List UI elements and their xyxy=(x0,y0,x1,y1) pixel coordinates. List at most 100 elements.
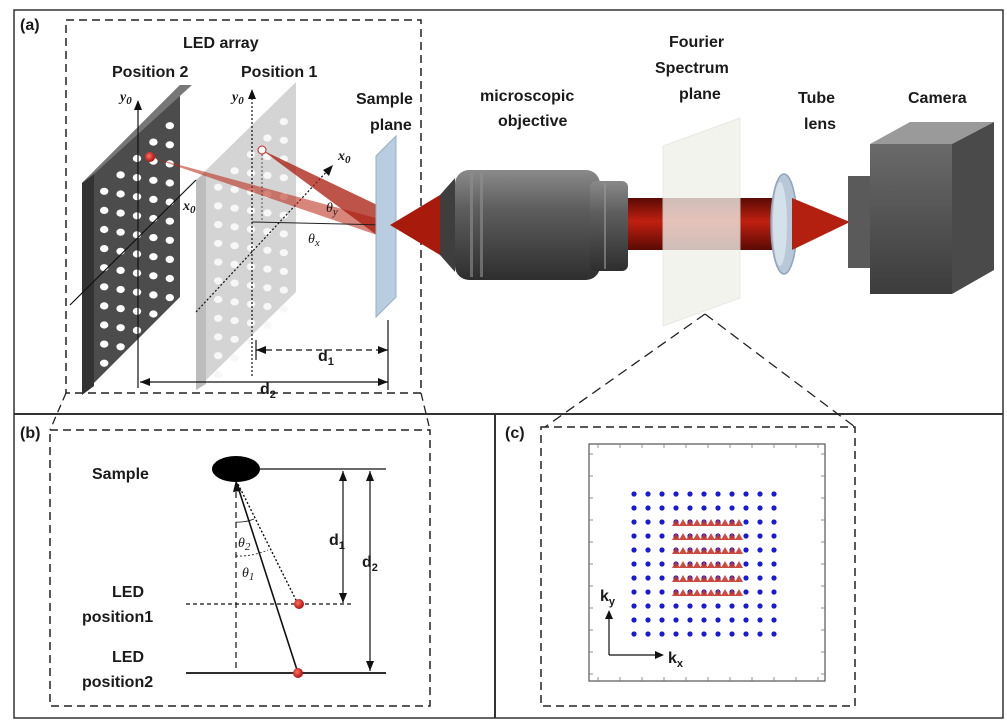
led-dot xyxy=(263,302,272,311)
led-dot xyxy=(263,321,272,329)
spectrum-triangle xyxy=(728,533,736,540)
spectrum-triangle xyxy=(686,547,694,554)
spectrum-triangle xyxy=(693,533,701,540)
spectrum-dot xyxy=(743,603,749,609)
spectrum-triangle xyxy=(728,561,736,568)
led-dot xyxy=(230,204,239,212)
spectrum-dot xyxy=(631,533,637,539)
spectrum-triangle xyxy=(714,547,722,554)
led-position2-label-1: LED xyxy=(112,649,144,666)
beam-into-objective xyxy=(390,195,440,255)
led-dot xyxy=(132,154,142,163)
spectrum-dot xyxy=(701,505,707,511)
led-dot xyxy=(214,370,223,378)
sample-label: Sample xyxy=(92,466,149,483)
spectrum-dot xyxy=(659,617,665,623)
led-dot xyxy=(230,279,239,287)
spectrum-dot xyxy=(659,575,665,581)
led-dot xyxy=(214,258,223,266)
spectrum-dot xyxy=(701,617,707,623)
led-dot xyxy=(149,138,158,146)
spectrum-dot xyxy=(715,505,721,511)
led-dot xyxy=(165,141,174,149)
spectrum-triangle xyxy=(700,533,708,540)
spectrum-dot xyxy=(659,505,665,511)
spectrum-triangle xyxy=(707,519,715,526)
spectrum-dot xyxy=(771,561,777,567)
led-panel-position1 xyxy=(196,82,296,390)
led-array-label: LED array xyxy=(183,35,259,52)
fourier-label-3: plane xyxy=(679,86,721,103)
led-dot xyxy=(149,329,158,337)
led-dot xyxy=(132,288,142,296)
spectrum-dot xyxy=(771,519,777,525)
led-dot xyxy=(165,255,174,263)
position1-label: Position 1 xyxy=(241,64,318,81)
led-dot xyxy=(263,265,272,273)
spectrum-dot xyxy=(743,491,749,497)
spectrum-dot xyxy=(645,505,651,511)
d2-label: d2 xyxy=(260,381,276,401)
led-dot xyxy=(132,193,142,201)
led-position1-label-2: position1 xyxy=(82,609,153,626)
spectrum-dot xyxy=(631,547,637,553)
camera xyxy=(848,122,994,294)
led-dot xyxy=(263,246,272,254)
spectrum-triangle xyxy=(735,533,743,540)
spectrum-triangle xyxy=(714,575,722,582)
led-dot xyxy=(149,176,158,184)
led-dot xyxy=(100,321,109,329)
spectrum-dot xyxy=(673,603,679,609)
led-dot xyxy=(279,136,288,144)
led-dot xyxy=(132,326,142,334)
spectrum-dot xyxy=(757,547,763,553)
led-dot xyxy=(230,185,239,194)
led-dot xyxy=(100,245,109,253)
spectrum-dot xyxy=(645,561,651,567)
spectrum-dot xyxy=(631,519,637,525)
led-dot xyxy=(132,174,142,182)
spectrum-triangle xyxy=(686,519,694,526)
spectrum-dot xyxy=(715,491,721,497)
spectrum-dot xyxy=(631,603,637,609)
fourier-label-2: Spectrum xyxy=(655,60,729,77)
spectrum-dot xyxy=(715,631,721,637)
led-panel-position2 xyxy=(82,85,192,395)
led-dot xyxy=(149,253,158,261)
spectrum-dot xyxy=(715,617,721,623)
objective-label-2: objective xyxy=(498,113,567,130)
spectrum-dot xyxy=(631,505,637,511)
spectrum-triangle xyxy=(728,589,736,596)
spectrum-dot xyxy=(645,547,651,553)
spectrum-triangle xyxy=(679,519,687,526)
spectrum-dot xyxy=(743,519,749,525)
spectrum-dot xyxy=(771,575,777,581)
ray-from-led2 xyxy=(236,483,299,674)
led-dot xyxy=(230,260,239,268)
spectrum-dot xyxy=(645,519,651,525)
spectrum-dot xyxy=(645,617,651,623)
spectrum-triangle xyxy=(679,533,687,540)
spectrum-dot xyxy=(743,561,749,567)
ky-label: ky xyxy=(600,588,616,608)
tube-lens-label-2: lens xyxy=(804,116,836,133)
spectrum-triangle xyxy=(679,589,687,596)
kx-label: kx xyxy=(668,650,684,670)
led-dot xyxy=(116,285,125,294)
spectrum-triangle xyxy=(672,533,680,540)
fourier-spectrum-plane xyxy=(662,117,741,327)
spectrum-triangle xyxy=(735,547,743,554)
led-dot xyxy=(116,343,125,351)
spectrum-dot xyxy=(757,589,763,595)
led-dot xyxy=(214,352,223,360)
spectrum-dot xyxy=(659,589,665,595)
spectrum-dot xyxy=(659,631,665,637)
sample-plane xyxy=(375,134,397,319)
spectrum-dot xyxy=(659,547,665,553)
led-dot xyxy=(165,236,174,244)
microscope-objective xyxy=(440,170,628,280)
spectrum-dot xyxy=(743,589,749,595)
led-dot xyxy=(165,179,174,187)
spectrum-triangle xyxy=(721,519,729,526)
spectrum-dot xyxy=(673,491,679,497)
